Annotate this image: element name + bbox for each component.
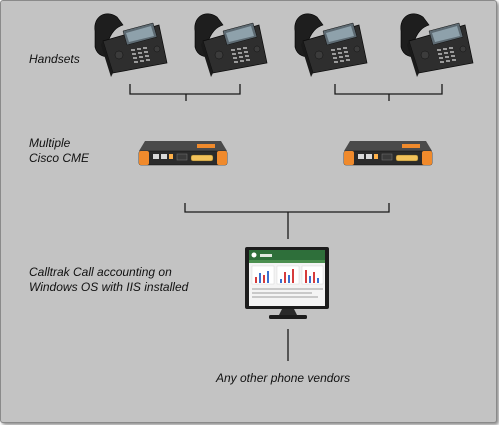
server-label-line1: Calltrak Call accounting on xyxy=(29,265,172,279)
handset-connector-right xyxy=(334,84,443,101)
cme-label: Multiple Cisco CME xyxy=(29,136,89,166)
router-connector xyxy=(184,203,390,239)
cme-router-1 xyxy=(138,140,228,166)
handset-connector-left xyxy=(129,84,241,101)
cme-label-line2: Cisco CME xyxy=(29,151,90,165)
calltrak-monitor xyxy=(245,247,329,319)
cme-router-2 xyxy=(343,140,433,166)
vendors-label: Any other phone vendors xyxy=(216,371,351,385)
handset-4 xyxy=(400,13,474,78)
handset-3 xyxy=(294,13,368,78)
handsets-label: Handsets xyxy=(29,52,80,66)
handset-1 xyxy=(94,13,168,78)
handset-2 xyxy=(194,13,268,78)
server-label: Calltrak Call accounting on Windows OS w… xyxy=(29,265,188,295)
server-label-line2: Windows OS with IIS installed xyxy=(29,280,189,294)
cme-label-line1: Multiple xyxy=(29,136,71,150)
